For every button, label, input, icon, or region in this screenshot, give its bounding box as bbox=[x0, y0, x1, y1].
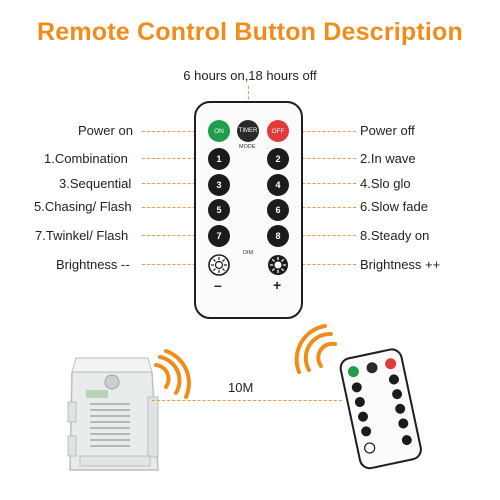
minus-sign: – bbox=[214, 277, 222, 293]
brightness-down-button[interactable] bbox=[208, 254, 230, 276]
leader-line bbox=[142, 264, 206, 265]
label-chasing-flash: 5.Chasing/ Flash bbox=[34, 199, 132, 214]
leader-line bbox=[292, 235, 356, 236]
leader-line bbox=[292, 183, 356, 184]
label-sequential: 3.Sequential bbox=[59, 176, 132, 191]
dim-label: DIM bbox=[243, 250, 254, 256]
mode-button-4[interactable]: 4 bbox=[267, 174, 289, 196]
leader-line bbox=[292, 264, 356, 265]
leader-line bbox=[142, 158, 206, 159]
leader-line bbox=[142, 183, 206, 184]
leader-line bbox=[142, 235, 206, 236]
leader-line bbox=[292, 158, 356, 159]
leader-line bbox=[292, 131, 356, 132]
label-power-on: Power on bbox=[78, 123, 133, 138]
leader-line bbox=[292, 207, 356, 208]
label-in-wave: 2.In wave bbox=[360, 151, 416, 166]
mode-button-8[interactable]: 8 bbox=[267, 225, 289, 247]
label-steady-on: 8.Steady on bbox=[360, 228, 430, 243]
power-off-button[interactable]: OFF bbox=[267, 120, 289, 142]
timer-note: 6 hours on,18 hours off bbox=[183, 68, 317, 83]
small-remote-image bbox=[339, 348, 422, 470]
mode-button-2[interactable]: 2 bbox=[267, 148, 289, 170]
signal-wave-icon bbox=[154, 349, 191, 399]
battery-box-image bbox=[67, 357, 159, 471]
signal-wave-icon bbox=[294, 324, 337, 374]
leader-line bbox=[142, 207, 206, 208]
leader-line bbox=[142, 131, 206, 132]
remote-control: ON TIMER OFF MODE 1 2 3 4 5 6 7 8 DIM – … bbox=[194, 101, 303, 319]
mode-label: MODE bbox=[239, 144, 256, 150]
distance-line bbox=[152, 400, 342, 401]
mode-button-7[interactable]: 7 bbox=[208, 225, 230, 247]
mode-button-1[interactable]: 1 bbox=[208, 148, 230, 170]
label-combination: 1.Combination bbox=[44, 151, 128, 166]
power-on-button[interactable]: ON bbox=[208, 120, 230, 142]
distance-label: 10M bbox=[228, 380, 254, 395]
label-brightness-up: Brightness ++ bbox=[360, 257, 441, 272]
label-brightness-down: Brightness -- bbox=[56, 257, 130, 272]
plus-sign: + bbox=[273, 277, 282, 293]
page-title: Remote Control Button Description bbox=[36, 18, 464, 46]
brightness-up-button[interactable] bbox=[267, 254, 289, 276]
mode-button-3[interactable]: 3 bbox=[208, 174, 230, 196]
label-power-off: Power off bbox=[360, 123, 415, 138]
timer-button[interactable]: TIMER bbox=[237, 120, 259, 142]
label-slo-glo: 4.Slo glo bbox=[360, 176, 411, 191]
label-slow-fade: 6.Slow fade bbox=[360, 199, 428, 214]
label-twinkel-flash: 7.Twinkel/ Flash bbox=[35, 228, 129, 243]
mode-button-5[interactable]: 5 bbox=[208, 199, 230, 221]
mode-button-6[interactable]: 6 bbox=[267, 199, 289, 221]
